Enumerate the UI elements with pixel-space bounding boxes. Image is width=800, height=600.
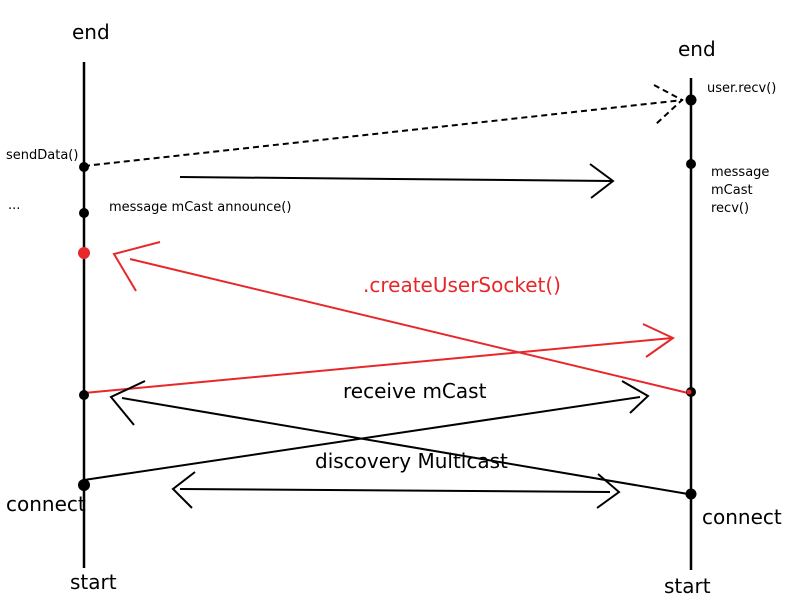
send-data-label: sendData() [6,148,79,163]
bidirectional-left-head [171,471,196,509]
ellipsis-label: ... [8,198,21,213]
left-end-label: end [72,20,110,44]
right-connect-label: connect [702,505,782,529]
left-dot-senddata [79,162,89,172]
discovery-arrowhead [621,380,650,414]
left-connect-label: connect [6,492,86,516]
right-message-line: mCast [711,183,753,198]
left-dot-red [78,247,90,259]
right-message-line: message [711,165,770,180]
receive-mcast-arrowhead [109,380,146,426]
right-end-label: end [678,37,716,61]
left-dot-connect [78,479,90,491]
right-message-line: recv() [711,201,750,216]
user-recv-label: user.recv() [707,81,777,96]
left-dot-announce [79,208,89,218]
message-arrowhead [589,163,615,199]
dashed-arrowhead [653,84,684,125]
message-arrow [179,176,613,182]
create-socket-arrowhead [112,241,161,292]
left-dot-receive [79,390,89,400]
announce-label: message mCast announce() [109,200,292,215]
right-dot-connect [685,488,697,500]
right-dot-red-inner [686,389,692,395]
red-reply-arrow [83,337,673,394]
discovery-label: discovery Multicast [315,449,508,473]
right-dot-message [686,159,696,169]
receive-mcast-arrow [121,397,689,495]
red-reply-arrowhead [642,323,675,358]
right-message-label: message mCast recv() [711,164,769,218]
left-start-label: start [70,570,117,594]
create-socket-arrow [129,258,689,394]
right-start-label: start [664,574,711,598]
right-dot-recv [685,94,697,106]
create-socket-label: .createUserSocket() [363,273,561,297]
receive-mcast-label: receive mCast [343,379,487,403]
send-data-dashed-arrow [83,99,684,167]
bidirectional-right-head [596,473,621,509]
discovery-arrow [83,396,641,481]
bidirectional-arrow [179,488,611,493]
